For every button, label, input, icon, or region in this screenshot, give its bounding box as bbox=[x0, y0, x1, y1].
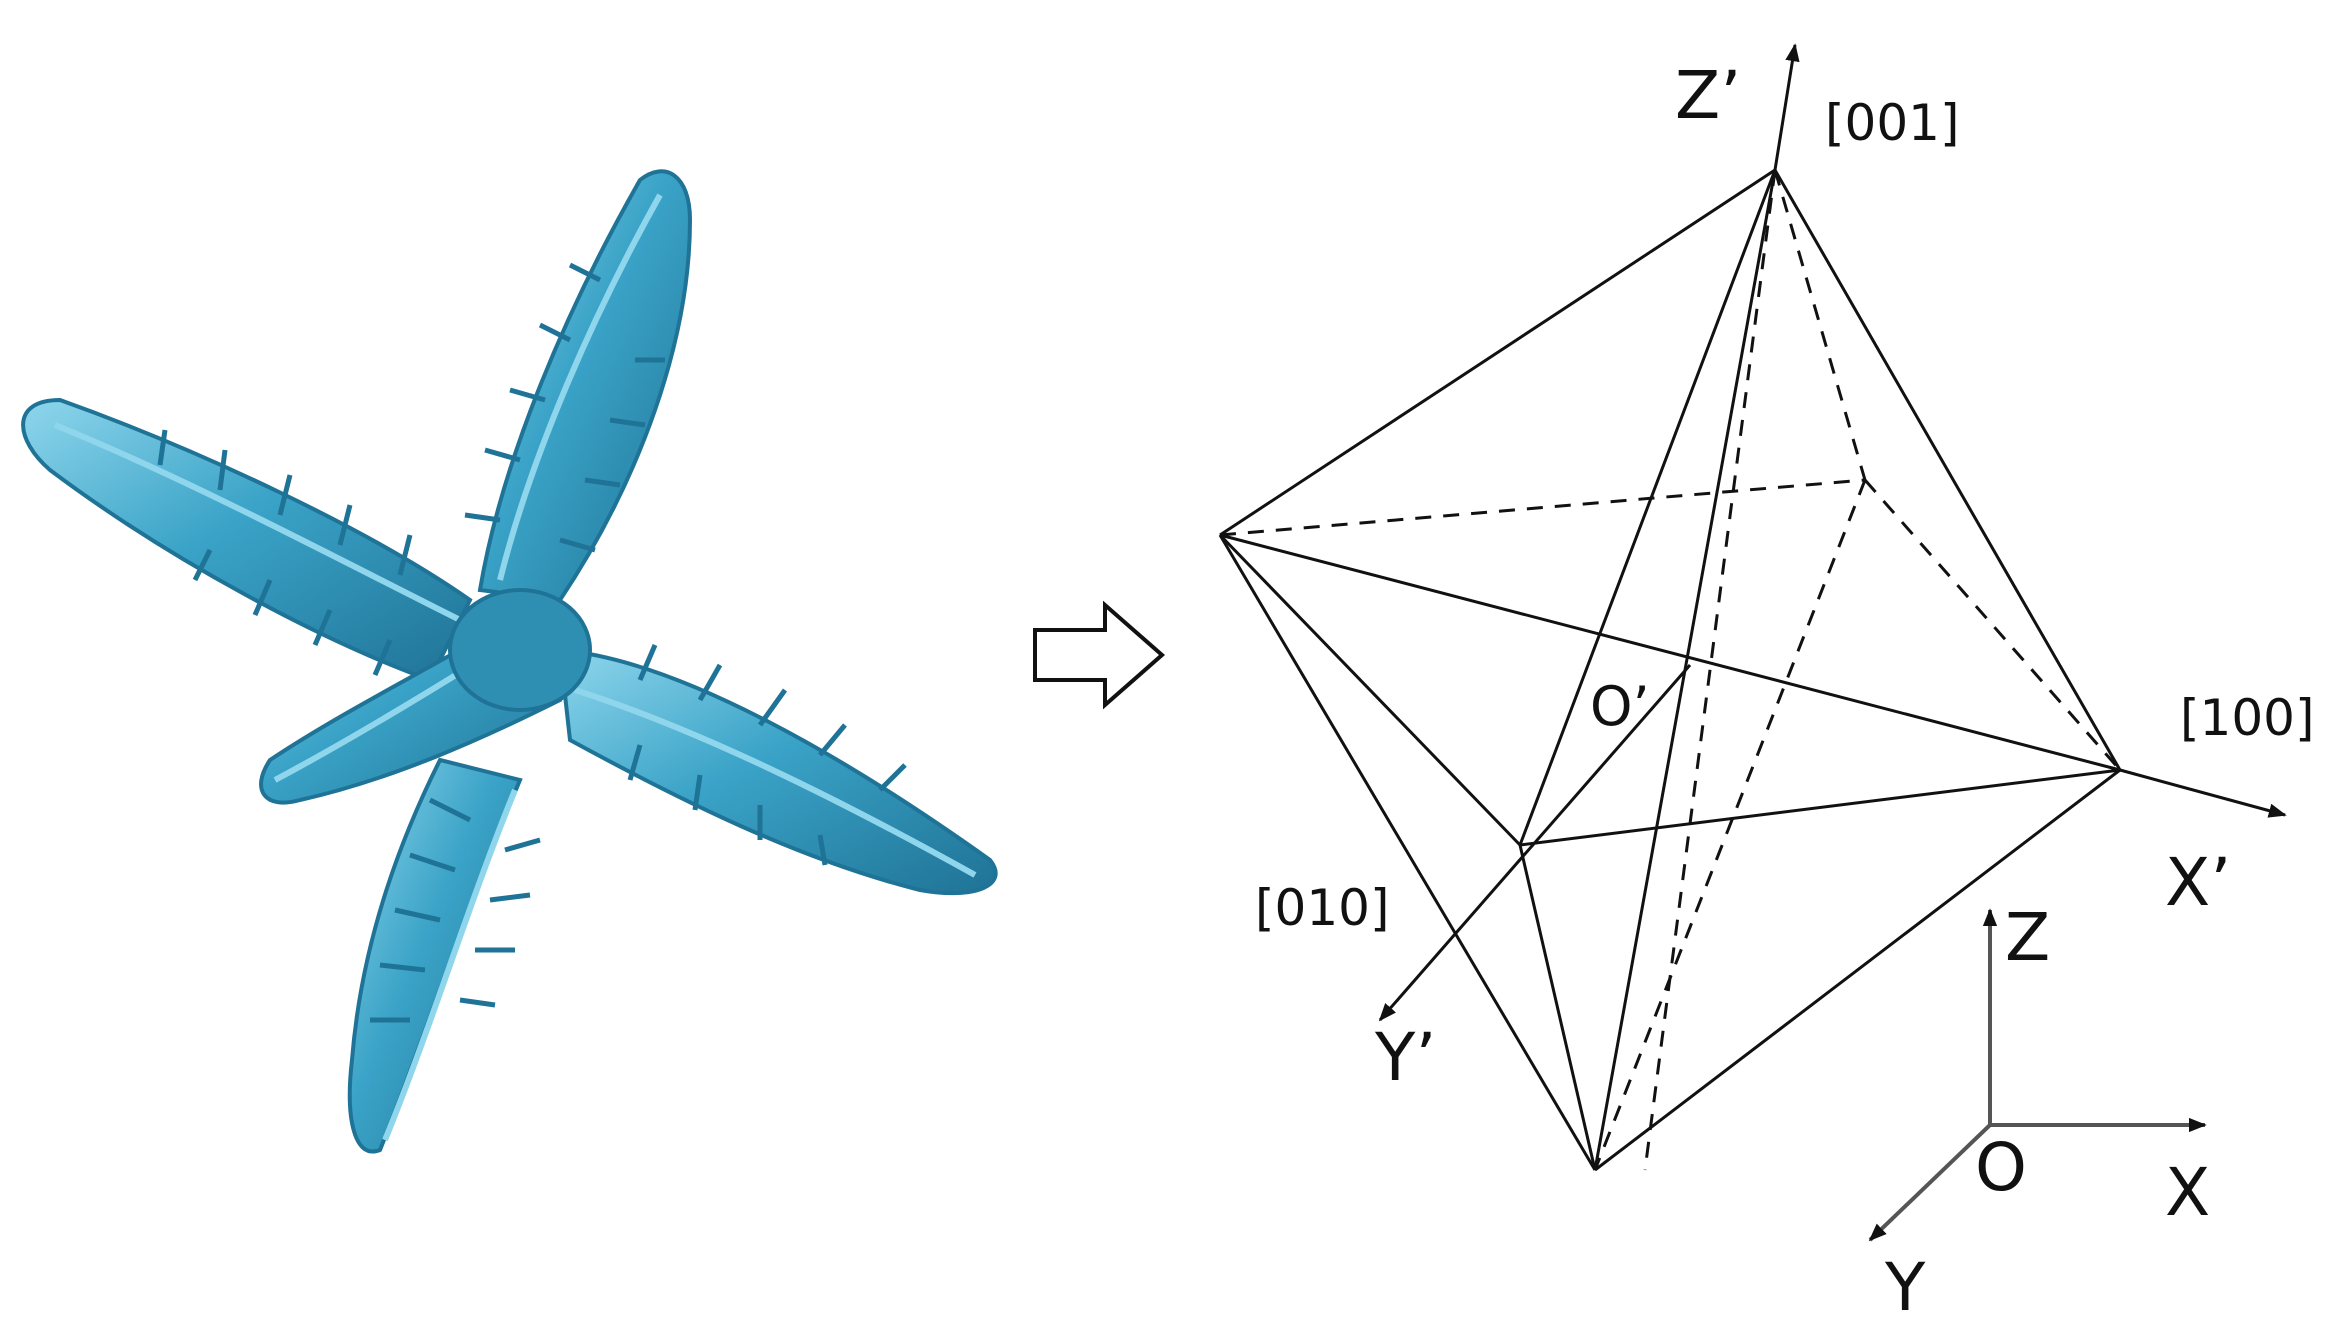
axis-x-prime bbox=[2119, 768, 2287, 818]
hidden-edge-back-bottom bbox=[1593, 479, 1867, 1171]
hidden-edge-left-back bbox=[1219, 478, 1866, 537]
hidden-edge-top-back bbox=[1773, 169, 1867, 481]
label-o-prime: O’ bbox=[1590, 675, 1650, 738]
dendrite-arm-left bbox=[21, 397, 473, 683]
dendrite-core bbox=[448, 588, 592, 712]
edge-front-bottom bbox=[1518, 844, 1597, 1171]
edge-top-right bbox=[1773, 169, 2122, 771]
edge-top-front bbox=[1518, 169, 1777, 846]
label-dir-100: [100] bbox=[2180, 689, 2314, 747]
dendrite-arm-bottom bbox=[347, 757, 541, 1154]
edge-top-left bbox=[1219, 168, 1776, 537]
dendrite-arm-right bbox=[557, 644, 998, 896]
octahedron-diagram bbox=[1218, 43, 2287, 1172]
dendrite-crystal bbox=[21, 169, 998, 1154]
dendrite-arm-top bbox=[464, 169, 693, 603]
hidden-edge-top-bottom-axis bbox=[1643, 169, 1777, 1171]
axis-y-prime bbox=[1378, 664, 1692, 1022]
hidden-edge-back-right bbox=[1863, 479, 2122, 771]
label-y: Y bbox=[1884, 1249, 1926, 1326]
edge-front-right bbox=[1519, 768, 2121, 847]
label-y-prime: Y’ bbox=[1374, 1019, 1436, 1096]
label-z: Z bbox=[2005, 899, 2050, 976]
reference-axes bbox=[1868, 908, 2207, 1242]
label-x-prime: X’ bbox=[2165, 844, 2231, 921]
label-x: X bbox=[2165, 1154, 2210, 1231]
label-dir-010: [010] bbox=[1255, 879, 1389, 937]
axis-z-prime bbox=[1773, 43, 1800, 171]
edge-left-right-diagonal bbox=[1219, 533, 2121, 772]
label-z-prime: Z’ bbox=[1675, 57, 1741, 134]
axis-y bbox=[1868, 1123, 1992, 1242]
label-dir-001: [001] bbox=[1825, 94, 1959, 152]
right-hollow-arrow-icon bbox=[1033, 600, 1166, 710]
edge-right-bottom bbox=[1594, 768, 2121, 1172]
edge-left-bottom bbox=[1218, 534, 1597, 1171]
edge-left-front bbox=[1218, 533, 1522, 847]
label-o: O bbox=[1975, 1129, 2027, 1206]
hidden-edges bbox=[1219, 169, 2122, 1171]
